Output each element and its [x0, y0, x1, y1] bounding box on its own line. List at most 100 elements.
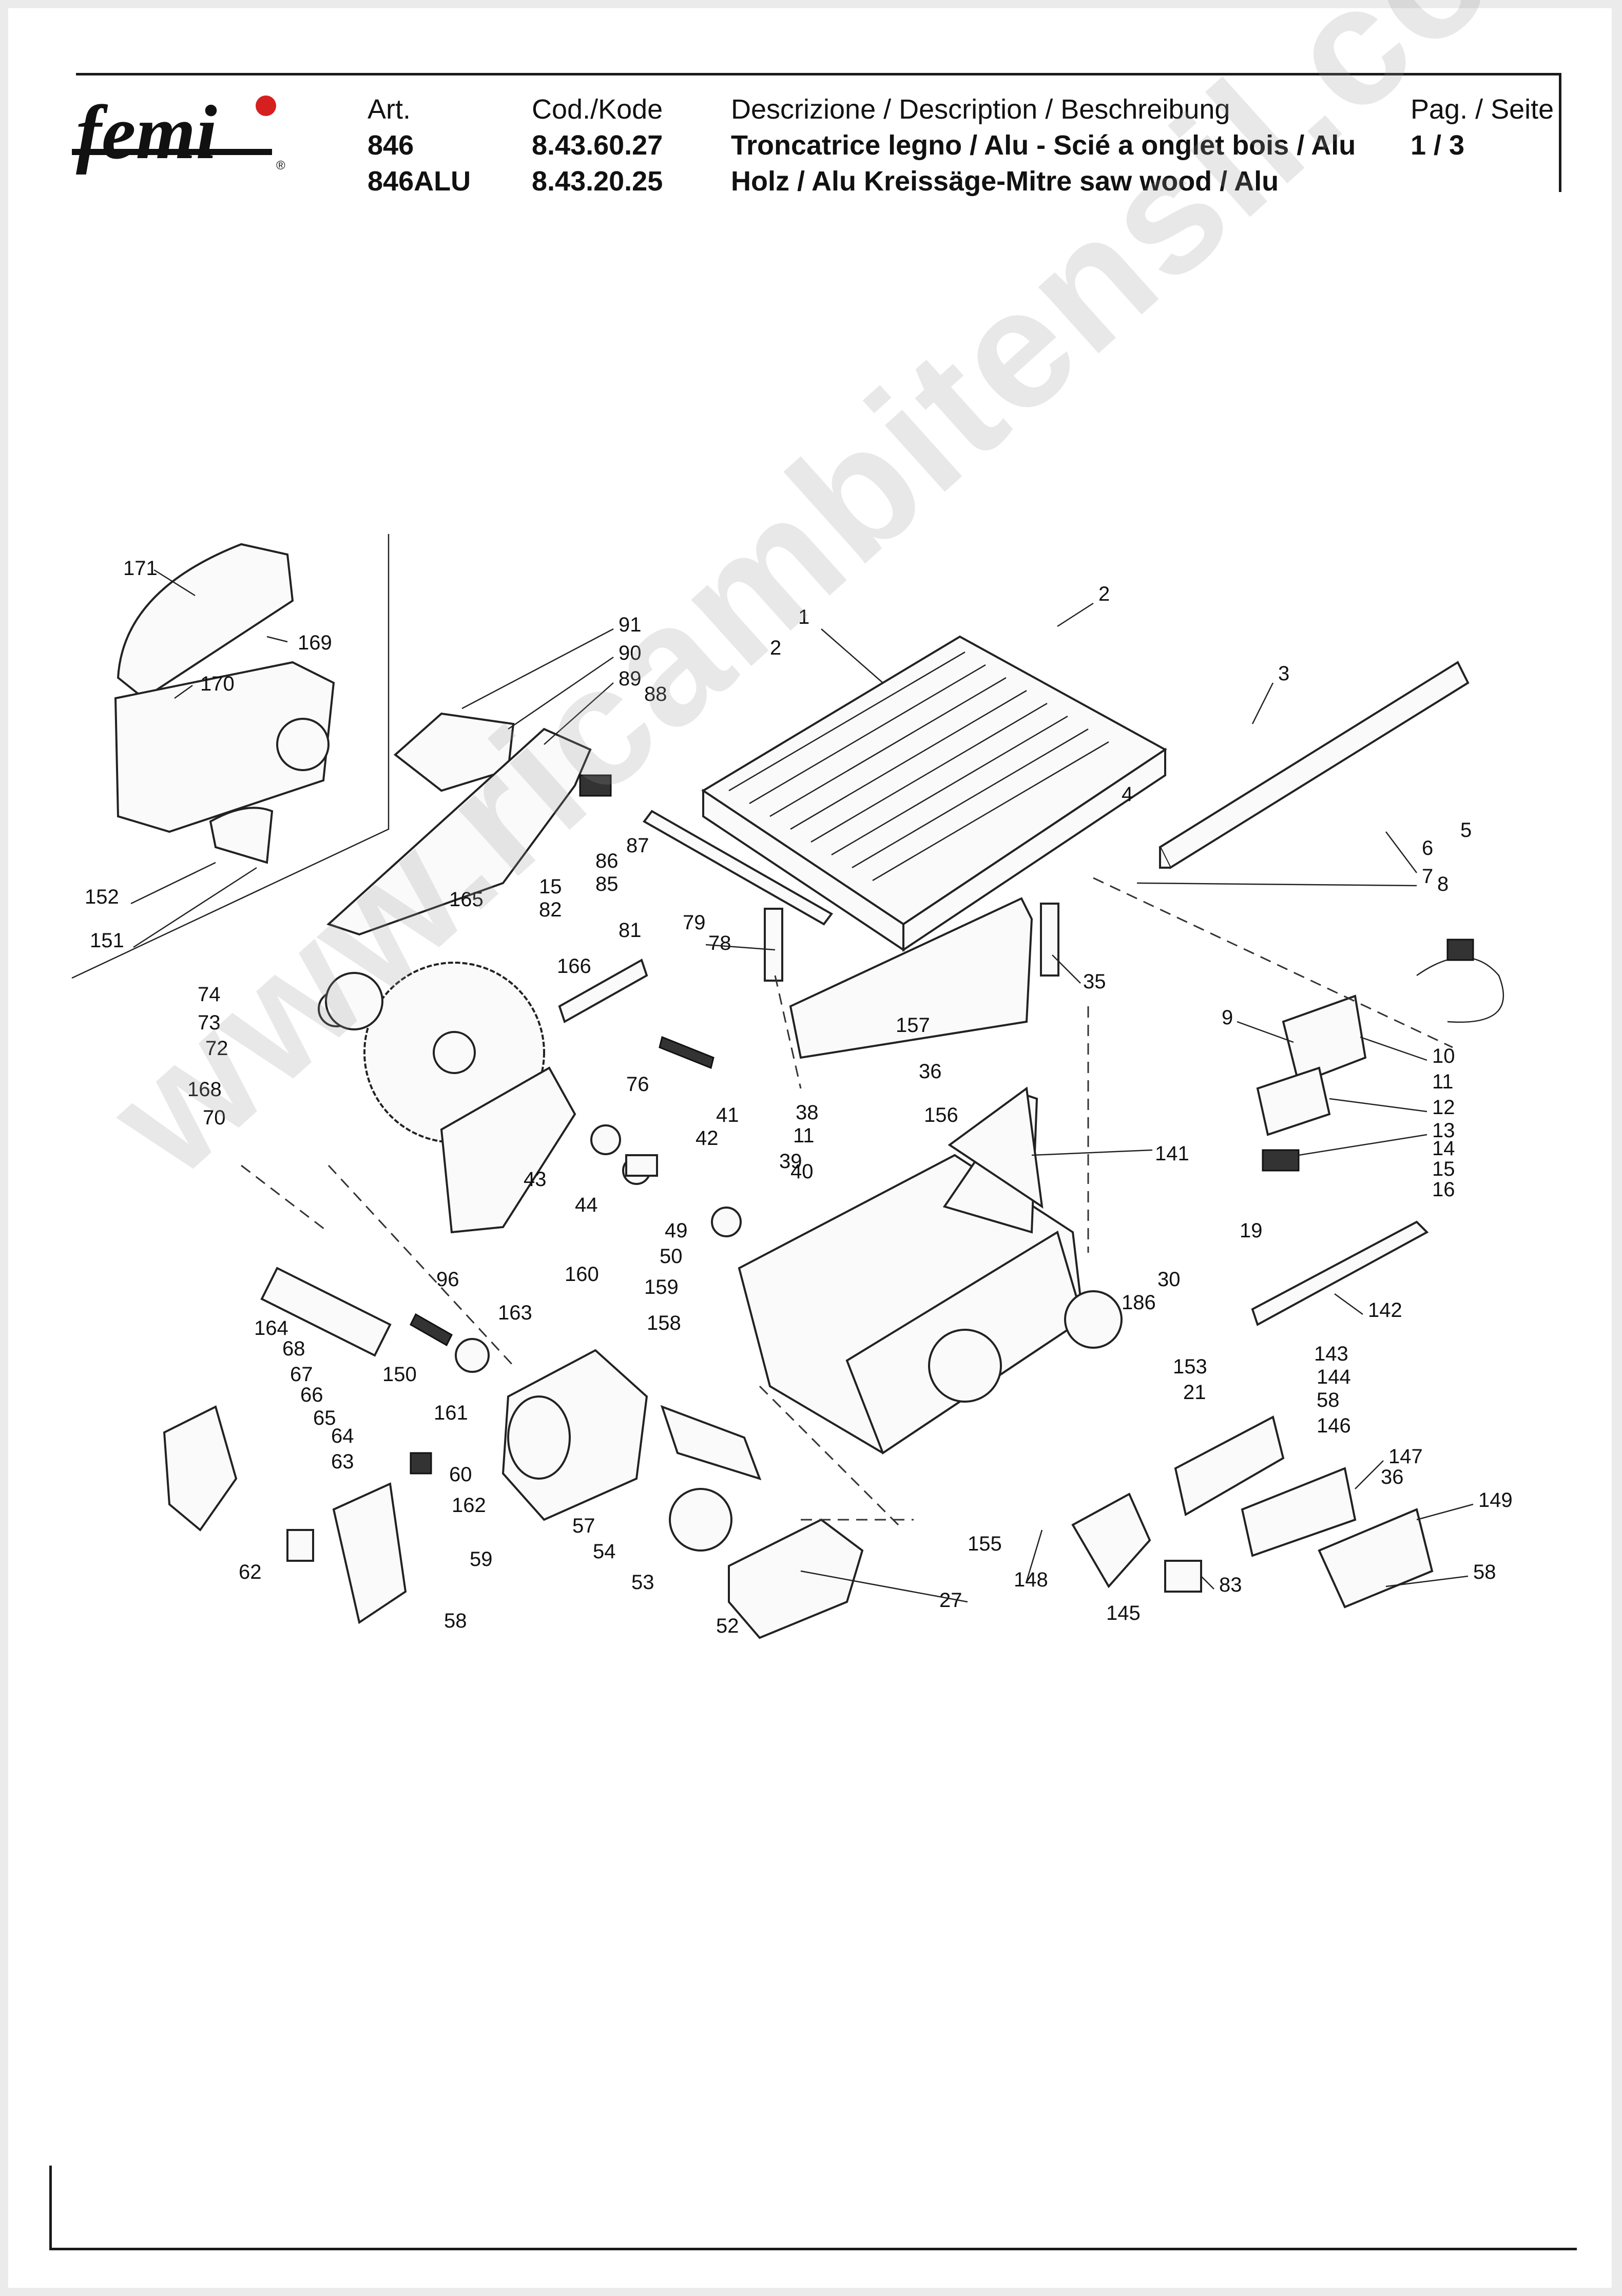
callout-10: 10 — [1432, 1045, 1455, 1067]
callout-89: 89 — [619, 667, 642, 690]
axis-lines-motor — [241, 1164, 514, 1367]
armature-part — [260, 1267, 392, 1357]
callout-60: 60 — [449, 1463, 472, 1486]
code-column: Cod./Kode 8.43.60.27 8.43.20.25 — [532, 91, 663, 199]
callout-163: 163 — [498, 1302, 532, 1324]
plug-part — [1446, 939, 1474, 961]
callout-36b: 36 — [1381, 1466, 1404, 1488]
code-label: Cod./Kode — [532, 94, 663, 125]
housing-149-part — [1318, 1508, 1434, 1609]
callout-58c: 58 — [1473, 1561, 1496, 1583]
callout-14: 14 — [1432, 1137, 1455, 1160]
art-column: Art. 846 846ALU — [368, 91, 471, 199]
callout-57: 57 — [572, 1515, 595, 1537]
motor-face-part — [507, 1395, 571, 1480]
callout-86: 86 — [595, 850, 619, 872]
description-column: Descrizione / Description / Beschreibung… — [731, 91, 1356, 199]
bracket-10-part — [1282, 994, 1367, 1085]
callout-85: 85 — [595, 873, 619, 895]
callout-162: 162 — [452, 1494, 486, 1517]
callout-labels: 171 169 170 152 151 91 90 89 88 87 86 85… — [85, 557, 1513, 1637]
art-label: Art. — [368, 94, 411, 125]
callout-11b: 11 — [793, 1124, 815, 1147]
callout-87: 87 — [626, 834, 649, 857]
callout-142: 142 — [1368, 1299, 1402, 1322]
callout-1: 1 — [798, 606, 809, 628]
code-value-1: 8.43.60.27 — [532, 130, 663, 161]
art-value-1: 846 — [368, 130, 414, 161]
handle-cover-part — [393, 712, 515, 792]
knob-plate-145-part — [1071, 1493, 1151, 1589]
callout-146: 146 — [1317, 1414, 1351, 1437]
callout-50: 50 — [660, 1245, 683, 1268]
callout-65: 65 — [313, 1407, 336, 1429]
guard-body-part — [114, 661, 335, 833]
callout-79: 79 — [683, 911, 706, 934]
callout-70: 70 — [203, 1106, 226, 1129]
callout-82: 82 — [539, 898, 562, 921]
base-knob-part — [1064, 1290, 1123, 1349]
callout-161: 161 — [434, 1402, 468, 1424]
svg-text:femi: femi — [76, 92, 217, 175]
callout-15b: 15 — [539, 875, 562, 898]
page-value: 1 / 3 — [1411, 130, 1465, 161]
callout-13: 13 — [1432, 1119, 1455, 1142]
header-rule — [76, 73, 1561, 75]
callout-88: 88 — [644, 683, 667, 705]
callout-155: 155 — [968, 1533, 1002, 1555]
callout-2b: 2 — [770, 637, 781, 659]
callout-150: 150 — [382, 1363, 417, 1386]
callout-38: 38 — [796, 1101, 819, 1124]
callout-19: 19 — [1240, 1219, 1263, 1242]
callout-160: 160 — [565, 1263, 599, 1286]
svg-text:®: ® — [276, 159, 285, 173]
callout-58a: 58 — [444, 1610, 467, 1632]
lower-guard-part — [440, 1066, 576, 1234]
header-right-rule — [1559, 73, 1561, 192]
bushing-42-part — [625, 1154, 658, 1177]
callout-30: 30 — [1157, 1268, 1181, 1291]
callout-164: 164 — [254, 1317, 288, 1340]
spring-96-part — [410, 1313, 453, 1347]
callout-54: 54 — [593, 1540, 616, 1563]
brush-holder-62-part — [286, 1529, 314, 1562]
leader-lines — [130, 569, 1474, 1603]
bearing-150-part — [455, 1338, 490, 1373]
callout-170: 170 — [200, 673, 235, 695]
femi-logo: femi ® — [72, 92, 285, 175]
callout-158: 158 — [647, 1312, 681, 1334]
flange-72-part — [325, 972, 383, 1030]
callout-62: 62 — [239, 1561, 262, 1583]
knob-83-part — [1164, 1560, 1202, 1593]
callout-171: 171 — [123, 557, 158, 580]
callout-68: 68 — [282, 1337, 305, 1360]
fan-part — [669, 1488, 732, 1552]
footer-rule — [49, 2248, 1577, 2250]
post-78-part — [764, 908, 783, 982]
callout-165: 165 — [449, 888, 484, 911]
callout-58b: 58 — [1317, 1389, 1340, 1411]
motor-end-shield-part — [332, 1482, 407, 1624]
switch-143-part — [1174, 1415, 1285, 1517]
callout-8: 8 — [1437, 873, 1449, 895]
callout-52: 52 — [716, 1615, 739, 1637]
block-13-part — [1262, 1149, 1300, 1172]
callout-66: 66 — [300, 1384, 323, 1406]
callout-3: 3 — [1278, 662, 1289, 685]
guard-141-part — [948, 1086, 1044, 1209]
callout-157: 157 — [896, 1014, 930, 1037]
callout-147: 147 — [1388, 1445, 1423, 1468]
callout-63: 63 — [331, 1450, 354, 1473]
link-166-part — [558, 959, 648, 1023]
power-cable — [1416, 956, 1504, 1023]
callout-5: 5 — [1460, 819, 1472, 841]
code-value-2: 8.43.20.25 — [532, 166, 663, 197]
callout-148: 148 — [1014, 1568, 1048, 1591]
callout-41: 41 — [716, 1104, 739, 1126]
callout-90: 90 — [619, 642, 642, 664]
page-label: Pag. / Seite — [1411, 94, 1554, 125]
fence-end-part — [1159, 847, 1170, 869]
support-bracket-part — [789, 897, 1033, 1059]
callout-11: 11 — [1432, 1070, 1454, 1093]
